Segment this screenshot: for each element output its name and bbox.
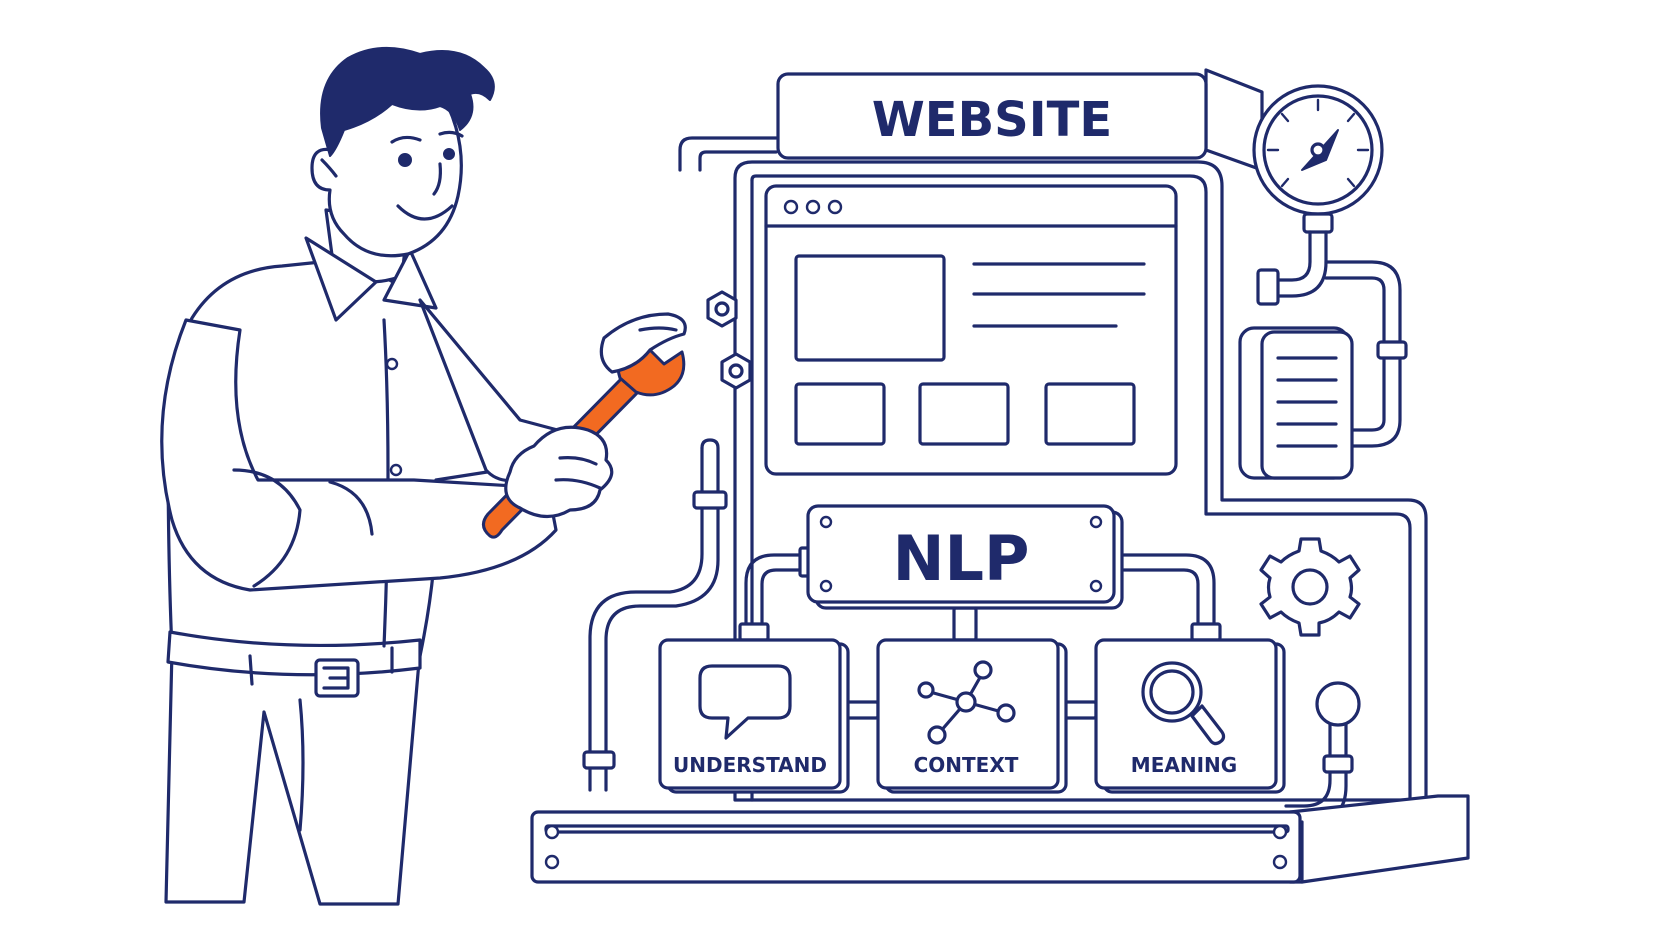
window-dot (805, 199, 821, 215)
bolt-icon (706, 290, 738, 328)
website-sign: WEBSITE (776, 68, 1264, 172)
eye (398, 153, 412, 167)
window-dot (783, 199, 799, 215)
hair (320, 46, 495, 157)
module-meaning: MEANING (1094, 638, 1286, 794)
nlp-plate: NLP (806, 504, 1124, 610)
speech-bubble-icon (698, 664, 792, 740)
bolt-icon (720, 352, 752, 390)
website-sign-label: WEBSITE (872, 92, 1112, 148)
belt (166, 630, 422, 698)
module-label: UNDERSTAND (673, 753, 827, 777)
magnifier-icon (1141, 661, 1226, 746)
module-context: CONTEXT (876, 638, 1068, 794)
browser-window (764, 184, 1178, 476)
module-label: MEANING (1131, 753, 1237, 777)
machine-base (530, 794, 1470, 884)
side-panel (1238, 326, 1354, 480)
pressure-gauge-icon (1252, 84, 1384, 306)
module-understand: UNDERSTAND (658, 638, 850, 794)
network-nodes-icon (917, 660, 1016, 745)
eye (443, 148, 455, 160)
trousers (164, 648, 422, 906)
window-dot (827, 199, 843, 215)
shirt-button (385, 357, 399, 371)
module-label: CONTEXT (914, 753, 1019, 777)
gear-icon (1259, 537, 1361, 637)
nlp-plate-label: NLP (893, 522, 1030, 595)
hand (504, 425, 614, 519)
machine: WEBSITE (530, 68, 1470, 884)
person (160, 46, 687, 906)
shirt-button (389, 463, 403, 477)
